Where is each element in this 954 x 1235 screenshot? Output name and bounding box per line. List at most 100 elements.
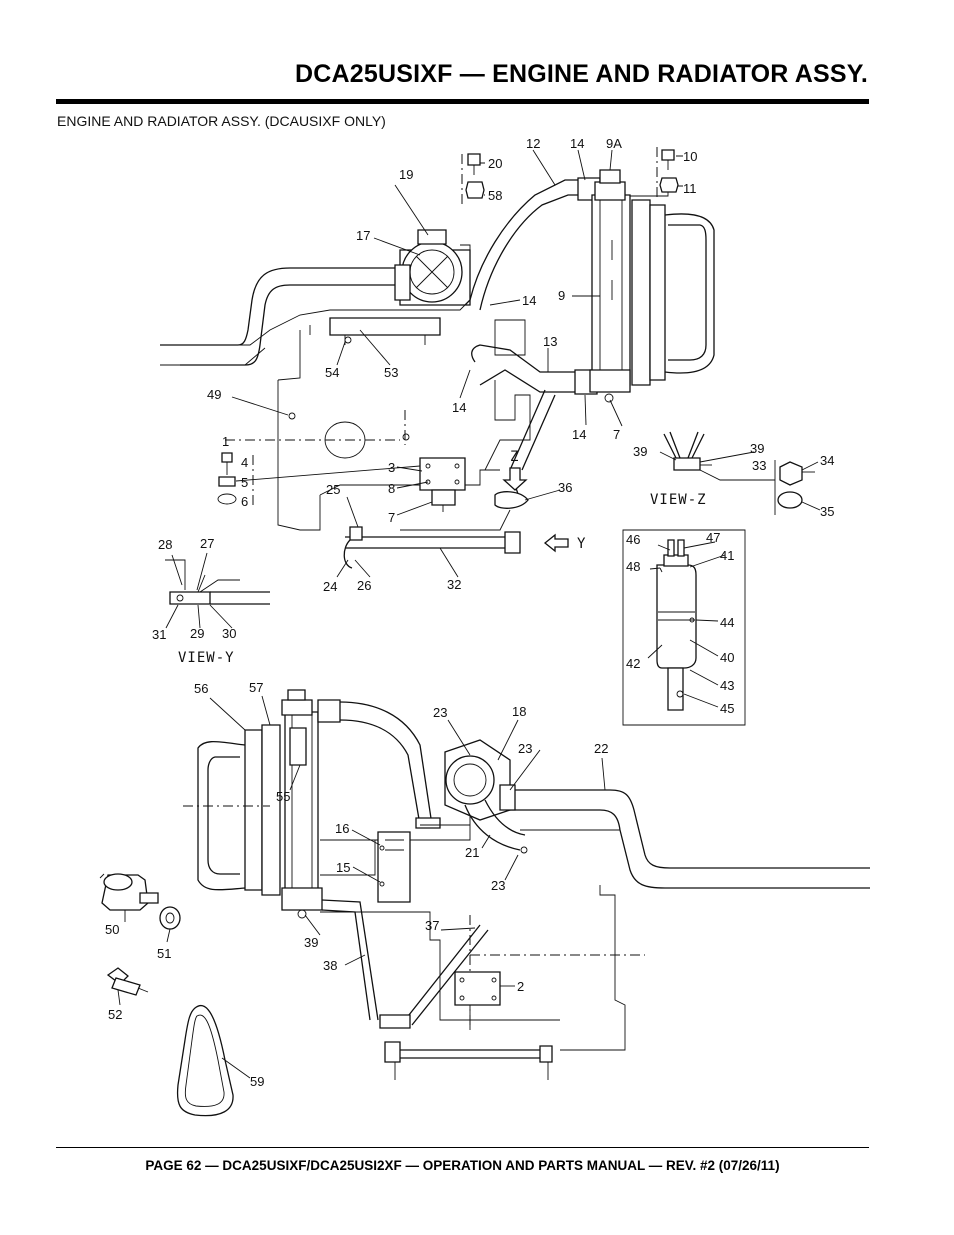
top-exhaust-pipe [160, 267, 395, 366]
callout-8: 8 [388, 481, 395, 496]
callout-40b: 39 [750, 441, 764, 456]
bolts-4-5-6 [217, 452, 254, 508]
muffler-19-22 [444, 739, 528, 854]
callout-15c: 14 [452, 400, 466, 415]
callout-38: 37 [425, 918, 439, 933]
callout-13: 12 [526, 136, 540, 151]
callout-10: 7 [613, 427, 620, 442]
z-arrow-label: Z [510, 449, 519, 465]
callout-1: 1 [222, 434, 229, 449]
callout-4: 4 [241, 455, 248, 470]
callout-49: 48 [626, 559, 640, 574]
callout-15d: 14 [572, 427, 586, 442]
callout-21: 20 [488, 156, 502, 171]
callout-15b: 14 [522, 293, 536, 308]
footer-text: PAGE 62 — DCA25USIXF/DCA25USI2XF — OPERA… [145, 1158, 780, 1173]
footer-rule [56, 1147, 869, 1148]
callout-25: 24 [323, 579, 337, 594]
callout-27: 26 [357, 578, 371, 593]
leader-lines [117, 149, 821, 1079]
view-y-detail [165, 559, 270, 605]
page-title: DCA25USIXF — ENGINE AND RADIATOR ASSY. [295, 60, 868, 88]
callout-50: 49 [207, 387, 221, 402]
callout-6: 6 [241, 494, 248, 509]
callout-14: 13 [543, 334, 557, 349]
callout-28: 27 [200, 536, 214, 551]
bottom-drain-line [384, 1041, 553, 1080]
callout-45: 44 [720, 615, 734, 630]
callout-31: 30 [222, 626, 236, 641]
callout-59: 58 [488, 188, 502, 203]
callout-30: 29 [190, 626, 204, 641]
callout-24a: 23 [433, 705, 447, 720]
washer-52 [159, 906, 181, 930]
bracket-16-17 [377, 831, 411, 903]
air-cleaner-top [394, 229, 471, 306]
callout-2: 2 [517, 979, 524, 994]
callout-54: 53 [384, 365, 398, 380]
callout-35: 34 [820, 453, 834, 468]
callout-16: 15 [336, 860, 350, 875]
lower-radiator-hose [471, 344, 598, 501]
callout-39: 38 [323, 958, 337, 973]
section-subtitle: ENGINE AND RADIATOR ASSY. (DCAUSIXF ONLY… [57, 113, 386, 129]
lower-hoses-38-39 [321, 899, 489, 1029]
callout-52: 51 [157, 946, 171, 961]
callout-40c: 39 [304, 935, 318, 950]
view-z-label: VIEW-Z [650, 492, 707, 508]
bottom-exhaust-pipe [510, 789, 870, 889]
callout-9: 9 [558, 288, 565, 303]
callout-57: 56 [194, 681, 208, 696]
callout-9a: 9A [606, 136, 622, 151]
callout-60: 59 [250, 1074, 264, 1089]
v-belt-60 [176, 1004, 234, 1117]
callout-24c: 23 [491, 878, 505, 893]
bracket-3-8-7 [419, 457, 466, 512]
header-rule [56, 99, 869, 104]
callout-12: 11 [683, 181, 697, 196]
callout-46: 45 [720, 701, 734, 716]
callout-58: 57 [249, 680, 263, 695]
callout-3: 3 [388, 460, 395, 475]
callout-34: 33 [752, 458, 766, 473]
bottom-upper-hose [317, 699, 441, 829]
bolt-11-12 [630, 147, 679, 200]
z-arrow [502, 467, 528, 491]
callout-29: 28 [158, 537, 172, 552]
callout-23: 22 [594, 741, 608, 756]
bracket-2 [454, 971, 501, 1030]
callout-42: 41 [720, 548, 734, 563]
callout-44: 43 [720, 678, 734, 693]
callout-36: 35 [820, 504, 834, 519]
callout-17: 16 [335, 821, 349, 836]
sender-51 [99, 873, 159, 911]
bracket-54 [329, 317, 441, 345]
callout-37: 36 [558, 480, 572, 495]
callout-24b: 23 [518, 741, 532, 756]
callout-7: 7 [388, 510, 395, 525]
callout-5: 5 [241, 475, 248, 490]
callout-19: 18 [512, 704, 526, 719]
callout-53: 52 [108, 1007, 122, 1022]
callout-26: 25 [326, 482, 340, 497]
callout-43: 42 [626, 656, 640, 671]
callout-41: 40 [720, 650, 734, 665]
callout-15a: 14 [570, 136, 584, 151]
bolt-21-59 [461, 153, 485, 205]
top-engine-block [160, 299, 531, 531]
view-y-label: VIEW-Y [178, 650, 235, 666]
callout-33: 32 [447, 577, 461, 592]
y-arrow [543, 533, 569, 553]
filter-detail-box [622, 529, 746, 726]
callout-47: 46 [626, 532, 640, 547]
callout-56: 55 [276, 789, 290, 804]
radiator-top [589, 169, 715, 403]
callout-48: 47 [706, 530, 720, 545]
y-arrow-label: Y [577, 536, 586, 552]
upper-radiator-hose [464, 177, 601, 311]
callout-55: 54 [325, 365, 339, 380]
drain-line-33 [343, 491, 529, 569]
callout-18: 17 [356, 228, 370, 243]
sensor-53 [106, 967, 149, 996]
